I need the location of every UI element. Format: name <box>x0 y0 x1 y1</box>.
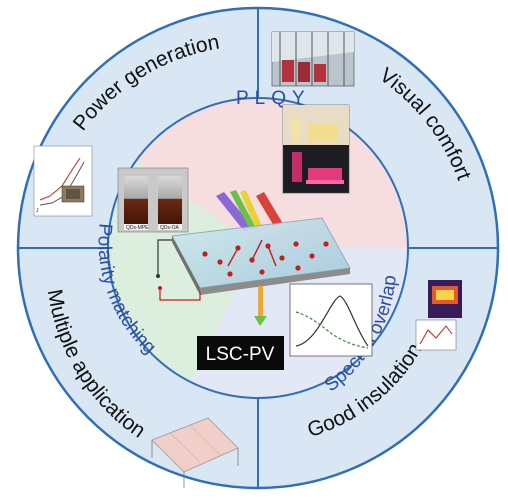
greenhouse-drawing <box>151 417 239 488</box>
vials-photo: QDs-MPE QDs-OA <box>117 167 189 233</box>
building-photo <box>271 31 355 87</box>
label-plqy: PLQY <box>236 88 311 109</box>
thermal-image <box>415 280 462 351</box>
plqy-photo <box>282 104 350 194</box>
center-label: LSC-PV <box>206 344 275 365</box>
light-arrow-red <box>256 192 282 226</box>
vial-label-2: QDs-OA <box>160 225 180 231</box>
iv-curve-plot: J <box>33 145 93 217</box>
spectral-overlap-plot <box>289 283 373 357</box>
light-arrow-purple <box>216 192 252 231</box>
light-arrow-yellow <box>240 190 262 229</box>
light-arrow-green <box>230 190 256 230</box>
svg-text:J: J <box>36 208 39 214</box>
vial-label-1: QDs-MPE <box>126 225 149 231</box>
center-label-box: LSC-PV <box>197 336 284 370</box>
lsc-device <box>156 190 351 326</box>
